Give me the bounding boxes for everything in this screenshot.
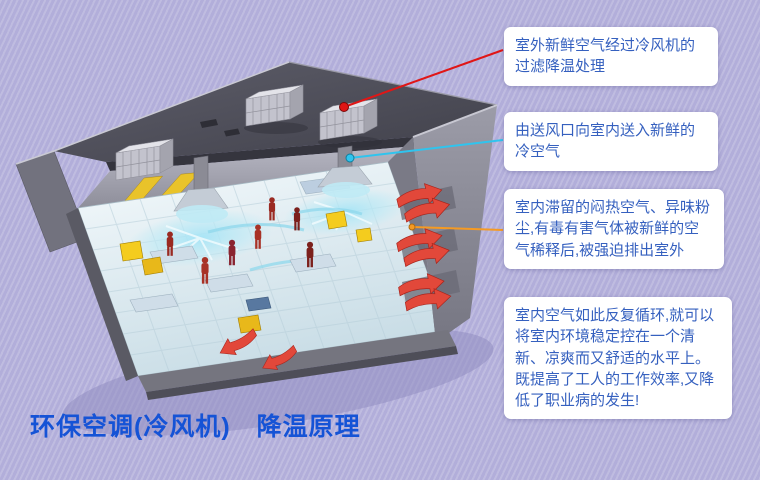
roof-vents [200, 119, 240, 137]
connector-line-fresh-air [343, 49, 504, 108]
building-illustration [15, 61, 498, 436]
callout-text: 室外新鲜空气经过冷风机的过滤降温处理 [515, 37, 696, 76]
air-diffuser-1 [173, 187, 229, 212]
connector-line-supply-air [349, 139, 504, 159]
callout-exhaust-air: 室内滞留的闷热空气、异味粉尘,有毒有害气体被新鲜的空气稀释后,被强迫排出室外 [504, 189, 724, 269]
target-dot-exhaust [408, 223, 416, 231]
callout-supply-air: 由送风口向室内送入新鲜的冷空气 [504, 112, 718, 171]
connector-line-exhaust [411, 226, 504, 231]
yellow-equipment [119, 210, 373, 334]
callout-circulation-benefits: 室内空气如此反复循环,就可以将室内环境稳定控在一个清新、凉爽而又舒适的水平上。既… [504, 297, 732, 420]
callout-text: 室内滞留的闷热空气、异味粉尘,有毒有害气体被新鲜的空气稀释后,被强迫排出室外 [515, 199, 711, 259]
callout-connectors [339, 49, 504, 231]
supply-duct-1 [193, 155, 209, 193]
callout-text: 室内空气如此反复循环,就可以将室内环境稳定控在一个清新、凉爽而又舒适的水平上。既… [515, 307, 715, 410]
page-title: 环保空调(冷风机) 降温原理 [30, 413, 361, 441]
air-diffuser-2 [317, 165, 373, 188]
work-benches [129, 175, 351, 313]
supply-ducts [173, 145, 373, 223]
target-dot-supply-air [345, 153, 355, 163]
callout-text: 由送风口向室内送入新鲜的冷空气 [515, 122, 696, 161]
callout-fresh-air-filtering: 室外新鲜空气经过冷风机的过滤降温处理 [504, 27, 718, 86]
target-dot-fresh-air [339, 102, 349, 112]
left-front-wall [66, 208, 138, 381]
front-wall [138, 330, 458, 400]
back-wall [78, 146, 417, 208]
